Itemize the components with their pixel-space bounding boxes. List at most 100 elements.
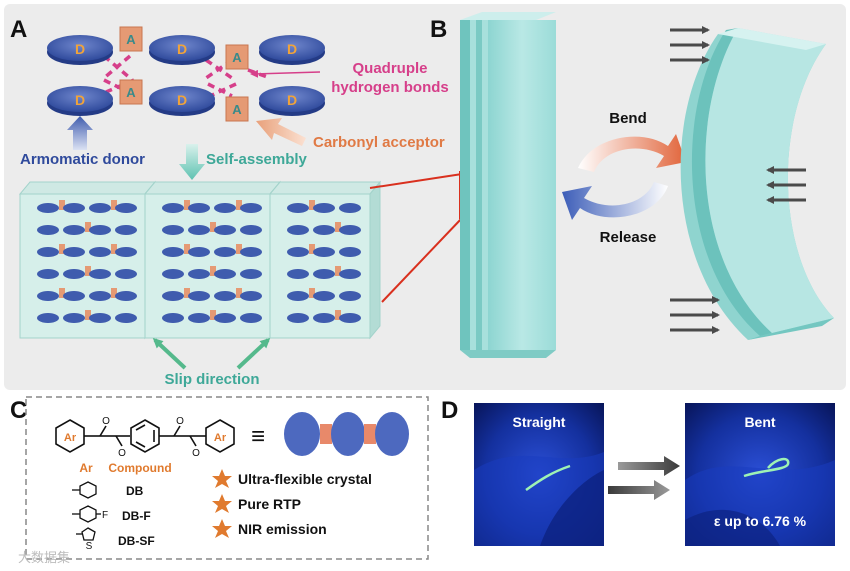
lattice-donor-disk: [37, 269, 59, 279]
panel-d-label: D: [441, 397, 458, 424]
feature-item: NIR emission: [238, 521, 327, 537]
carbonyl-oxygen: O: [118, 448, 126, 459]
feature-item: Ultra-flexible crystal: [238, 471, 372, 487]
lattice-donor-disk: [339, 203, 361, 213]
lattice-donor-disk: [89, 291, 111, 301]
substituent-phenyl: [72, 481, 97, 499]
donor-pointer-arrow: [67, 116, 93, 150]
feature-item: Pure RTP: [238, 496, 301, 512]
lattice-donor-disk: [214, 291, 236, 301]
lattice-donor-disk: [162, 203, 184, 213]
lattice-donor-disk: [313, 269, 335, 279]
lattice-acceptor-block: [184, 200, 190, 210]
lattice-donor-disk: [339, 313, 361, 323]
lattice-donor-disk: [89, 203, 111, 213]
lattice-donor-disk: [37, 291, 59, 301]
panel-c-frame: [25, 396, 429, 560]
acceptor-block: A: [225, 44, 249, 70]
lattice-donor-disk: [313, 291, 335, 301]
lattice-donor-disk: [37, 247, 59, 257]
svg-text:D: D: [177, 92, 187, 108]
lattice-acceptor-block: [236, 200, 242, 210]
lattice-donor-disk: [214, 203, 236, 213]
strain-value: ε up to 6.76 %: [714, 513, 807, 529]
lattice-donor-disk: [89, 225, 111, 235]
slip-direction-label: Slip direction: [164, 371, 259, 388]
hbond-pointer-arrow: [250, 69, 321, 78]
lattice-donor-disk: [162, 313, 184, 323]
lattice-donor-disk: [63, 269, 85, 279]
svg-text:D: D: [75, 92, 85, 108]
donor-disk: D: [149, 86, 215, 116]
fiber-straight: [525, 464, 571, 492]
hbond-label-line1: Quadruple: [352, 60, 427, 77]
lattice-acceptor-block: [184, 244, 190, 254]
bend-arrow: [578, 134, 686, 172]
arrow-left-icon: [608, 480, 670, 500]
svg-text:D: D: [177, 41, 187, 57]
lattice-donor-disk: [240, 269, 262, 279]
slip-arrow-right: [236, 337, 271, 370]
svg-text:A: A: [126, 85, 136, 100]
lattice-acceptor-block: [210, 310, 216, 320]
substituent-fluorophenyl: [72, 505, 101, 523]
donor-disk: D: [259, 86, 325, 116]
lattice-acceptor-block: [111, 200, 117, 210]
arrow-right-icon: [618, 456, 680, 476]
svg-text:A: A: [232, 50, 242, 65]
star-icon: [212, 519, 232, 538]
bent-crystal: [680, 28, 834, 340]
release-label: Release: [600, 229, 657, 246]
lattice-acceptor-block: [309, 288, 315, 298]
svg-text:D: D: [75, 41, 85, 57]
lattice-donor-disk: [115, 203, 137, 213]
lattice-donor-disk: [214, 247, 236, 257]
svg-text:D: D: [287, 92, 297, 108]
lattice-acceptor-block: [111, 288, 117, 298]
lattice-donor-disk: [339, 269, 361, 279]
compound-name: DB-SF: [118, 534, 155, 548]
lattice-donor-disk: [287, 225, 309, 235]
lattice-donor-disk: [287, 313, 309, 323]
watermark-text: 大数据集: [18, 550, 70, 565]
lattice-donor-disk: [214, 313, 236, 323]
lattice-donor-disk: [89, 313, 111, 323]
compound-name: DB: [126, 484, 144, 498]
lattice-acceptor-block: [236, 244, 242, 254]
panel-c-label: C: [10, 397, 27, 424]
lattice-donor-disk: [313, 203, 335, 213]
ar-label-left: Ar: [64, 432, 77, 444]
carbonyl-acceptor-label: Carbonyl acceptor: [313, 134, 445, 151]
panel-b-label: B: [430, 16, 447, 43]
lattice-donor-disk: [313, 225, 335, 235]
lattice-acceptor-block: [184, 288, 190, 298]
lattice-donor-disk: [63, 247, 85, 257]
svg-text:A: A: [126, 32, 136, 47]
carbonyl-oxygen: O: [176, 416, 184, 427]
lattice-donor-disk: [313, 247, 335, 257]
lattice-acceptor-block: [309, 200, 315, 210]
lattice-acceptor-block: [335, 266, 341, 276]
donor-disk: D: [47, 35, 113, 65]
lattice-acceptor-block: [59, 200, 65, 210]
schematic-dad: [284, 412, 409, 456]
lattice-acceptor-block: [210, 222, 216, 232]
force-arrows: [670, 26, 806, 334]
compound-column-header: Compound: [108, 461, 171, 475]
lattice-acceptor-block: [335, 222, 341, 232]
lattice-donor-disk: [63, 313, 85, 323]
fiber-bent: [743, 457, 790, 478]
lattice-donor-disk: [287, 203, 309, 213]
lattice-donor-disk: [188, 225, 210, 235]
lattice-donor-disk: [240, 225, 262, 235]
donor-disk: D: [149, 35, 215, 65]
lattice-acceptor-block: [85, 222, 91, 232]
lattice-donor-disk: [89, 269, 111, 279]
lattice-acceptor-block: [59, 244, 65, 254]
ar-label-right: Ar: [214, 432, 227, 444]
release-arrow: [562, 182, 668, 220]
lattice-donor-disk: [214, 269, 236, 279]
star-icon: [212, 469, 232, 488]
donor-disk: D: [259, 35, 325, 65]
